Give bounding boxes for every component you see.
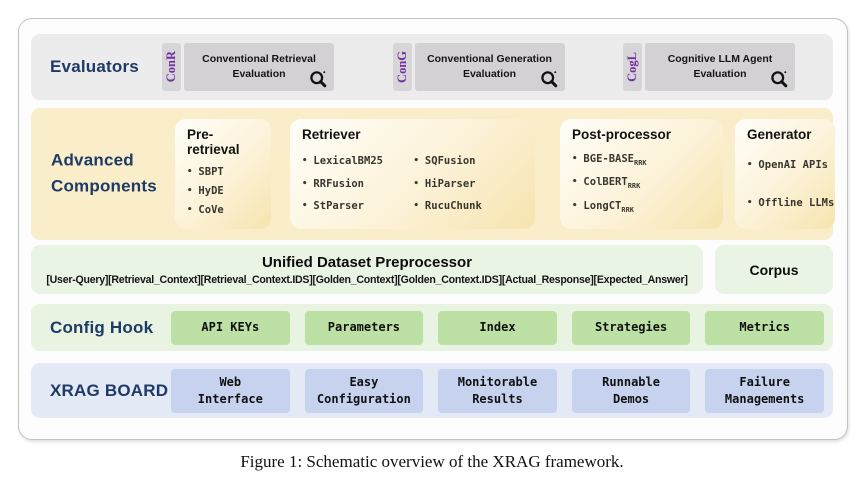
cong-title-line2: Evaluation xyxy=(462,68,517,80)
config-hook-label: Config Hook xyxy=(50,317,154,337)
config-hook-row: Config Hook API KEYs Parameters Index St… xyxy=(31,304,833,351)
list-item: CoVe xyxy=(187,204,261,216)
board-box-failure-managements: Failure Managements xyxy=(705,368,824,413)
corpus-box: Corpus xyxy=(715,245,833,294)
board-box-line2: Interface xyxy=(197,391,263,406)
post-processor-card: Post-processor BGE-BASERRK ColBERTRRK Lo… xyxy=(560,119,723,229)
cogl-tag-label: CogL xyxy=(625,52,639,82)
list-item: LongCTRRK xyxy=(572,200,713,214)
magnifier-icon xyxy=(539,69,560,90)
item-subscript: RRK xyxy=(634,159,647,168)
board-box-line2: Configuration xyxy=(316,391,411,406)
magnifier-icon xyxy=(308,69,329,90)
item-subscript: RRK xyxy=(621,205,635,214)
pre-retrieval-title: Pre-retrieval xyxy=(187,127,240,157)
figure-caption: Figure 1: Schematic overview of the XRAG… xyxy=(240,452,624,471)
cong-evaluation-box: Conventional Generation Evaluation xyxy=(414,43,565,91)
advanced-components-label: Advanced Components xyxy=(51,148,157,201)
board-box-line2: Demos xyxy=(613,391,650,406)
board-box-runnable-demos: Runnable Demos xyxy=(571,368,691,413)
config-box-index: Index xyxy=(438,310,557,345)
evaluator-cong: ConG Conventional Generation Evaluation xyxy=(392,43,565,91)
evaluators-label: Evaluators xyxy=(50,57,139,76)
list-item: SBPT xyxy=(187,166,261,178)
list-item: SQFusion xyxy=(414,155,526,167)
advanced-label-line2: Components xyxy=(51,177,157,196)
board-box-line1: Web xyxy=(219,374,242,389)
list-item: HyDE xyxy=(187,185,261,197)
xrag-board-label: XRAG BOARD xyxy=(50,380,169,400)
preprocessor-schema: [User-Query][Retrieval_Context][Retrieva… xyxy=(46,273,688,286)
list-item: Offline LLMs xyxy=(747,197,834,209)
list-item: BGE-BASERRK xyxy=(572,153,713,167)
retriever-card: Retriever LexicalBM25 RRFusion StParser … xyxy=(290,119,535,229)
cogl-title-line1: Cognitive LLM Agent xyxy=(667,52,773,65)
retriever-col1: LexicalBM25 RRFusion StParser xyxy=(302,144,414,223)
list-item: RucuChunk xyxy=(414,200,526,212)
corpus-label: Corpus xyxy=(749,261,799,278)
conr-tag-label: ConR xyxy=(164,51,178,83)
board-box-line2: Managements xyxy=(724,391,805,406)
retriever-col2: SQFusion HiParser RucuChunk xyxy=(414,144,526,223)
conr-title-line1: Conventional Retrieval xyxy=(202,52,316,65)
generator-card: Generator OpenAI APIs Offline LLMs xyxy=(735,119,835,229)
post-processor-items: BGE-BASERRK ColBERTRRK LongCTRRK xyxy=(572,144,713,223)
list-item: HiParser xyxy=(414,178,526,190)
evaluator-groups: ConR Conventional Retrieval Evaluation C… xyxy=(162,43,833,91)
conr-tab: ConR xyxy=(162,43,181,91)
board-box-line1: Easy xyxy=(349,374,379,389)
generator-title: Generator xyxy=(747,127,812,142)
board-box-easy-configuration: Easy Configuration xyxy=(304,368,424,413)
item-subscript: RRK xyxy=(627,182,641,191)
cogl-tab: CogL xyxy=(623,43,642,91)
retriever-title: Retriever xyxy=(302,127,361,142)
config-box-parameters: Parameters xyxy=(304,310,424,345)
item-base: ColBERT xyxy=(583,176,628,189)
unified-dataset-preprocessor-box: Unified Dataset Preprocessor [User-Query… xyxy=(31,245,703,294)
generator-items: OpenAI APIs Offline LLMs xyxy=(747,144,834,223)
preprocessor-row: Unified Dataset Preprocessor [User-Query… xyxy=(31,245,833,294)
magnifier-icon xyxy=(769,69,790,90)
conr-title-line2: Evaluation xyxy=(232,68,286,80)
config-box-api-keys: API KEYs xyxy=(171,310,290,345)
item-base: BGE-BASE xyxy=(583,153,634,166)
advanced-component-cards: Pre-retrieval SBPT HyDE CoVe Retriever L… xyxy=(175,119,835,229)
list-item: OpenAI APIs xyxy=(747,159,828,171)
list-item: ColBERTRRK xyxy=(572,176,713,190)
cogl-title-line2: Evaluation xyxy=(693,68,747,80)
pre-retrieval-card: Pre-retrieval SBPT HyDE CoVe xyxy=(175,119,271,229)
board-box-line2: Results xyxy=(472,391,523,406)
retriever-items: LexicalBM25 RRFusion StParser SQFusion H… xyxy=(302,144,525,223)
evaluators-row: Evaluators ConR Conventional Retrieval E… xyxy=(31,34,833,100)
board-box-line1: Monitorable xyxy=(457,374,538,389)
conr-evaluation-box: Conventional Retrieval Evaluation xyxy=(184,43,334,91)
evaluator-cogl: CogL Cognitive LLM Agent Evaluation xyxy=(623,43,795,91)
preprocessor-title: Unified Dataset Preprocessor xyxy=(261,253,473,271)
config-hook-items: API KEYs Parameters Index Strategies Met… xyxy=(171,310,833,345)
cong-tag-label: ConG xyxy=(394,51,409,83)
config-box-metrics: Metrics xyxy=(705,310,824,345)
list-item: LexicalBM25 xyxy=(302,155,414,167)
board-box-monitorable-results: Monitorable Results xyxy=(438,368,557,413)
config-box-strategies: Strategies xyxy=(571,310,691,345)
advanced-components-row: Advanced Components Pre-retrieval SBPT H… xyxy=(31,108,835,240)
board-box-web-interface: Web Interface xyxy=(171,368,290,413)
pre-retrieval-items: SBPT HyDE CoVe xyxy=(187,159,261,223)
cong-title-line1: Conventional Generation xyxy=(427,52,552,65)
board-box-line1: Failure xyxy=(739,374,790,389)
xrag-board-row: XRAG BOARD Web Interface Easy Configurat… xyxy=(31,363,833,418)
cong-tab: ConG xyxy=(392,43,412,91)
board-box-line1: Runnable xyxy=(602,374,660,389)
framework-diagram-card: Evaluators ConR Conventional Retrieval E… xyxy=(18,18,848,440)
item-base: LongCT xyxy=(583,199,622,212)
xrag-board-items: Web Interface Easy Configuration Monitor… xyxy=(171,368,833,413)
cogl-evaluation-box: Cognitive LLM Agent Evaluation xyxy=(645,43,795,91)
post-processor-title: Post-processor xyxy=(572,127,672,142)
list-item: RRFusion xyxy=(302,178,414,190)
advanced-label-line1: Advanced xyxy=(51,150,134,170)
evaluator-conr: ConR Conventional Retrieval Evaluation xyxy=(162,43,334,91)
list-item: StParser xyxy=(302,200,414,212)
